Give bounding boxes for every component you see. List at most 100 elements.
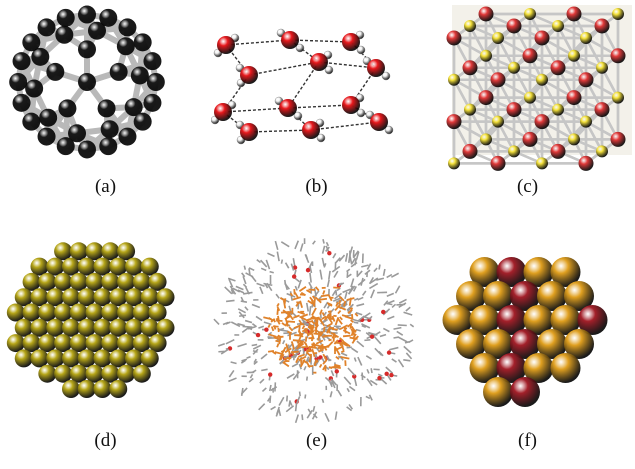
ligand-bond: [348, 385, 356, 392]
core-bond: [288, 326, 294, 332]
cation: [594, 102, 610, 118]
carbon-atom: [78, 5, 96, 24]
carbon-atom: [146, 73, 165, 91]
ligand-bond: [365, 332, 371, 337]
core-bond: [267, 324, 271, 328]
ligand-bond: [295, 396, 301, 405]
cation: [566, 6, 582, 22]
ligand-bond: [347, 367, 356, 376]
ligand-bond: [329, 391, 333, 398]
panel-a: (a): [0, 0, 211, 234]
ligand-bond: [286, 373, 295, 379]
core-bond: [347, 308, 353, 315]
core-bond: [299, 300, 303, 309]
ligand-bond: [287, 331, 297, 337]
core-bond: [339, 316, 343, 321]
ligand-bond: [252, 344, 262, 350]
oxygen-atom: [310, 53, 328, 71]
ligand-bond: [398, 336, 408, 343]
ligand-oxygen: [381, 309, 386, 315]
gold-atom: [109, 288, 128, 307]
core-bond: [351, 337, 357, 344]
anion: [568, 133, 580, 146]
core-bond: [294, 334, 302, 337]
ligand-bond: [340, 352, 348, 357]
hydrogen-atom: [295, 43, 305, 53]
gold-atom: [101, 364, 120, 383]
gold-atom: [46, 257, 65, 276]
core-bond: [340, 342, 345, 351]
ligand-bond: [405, 306, 411, 312]
ligand-bond: [259, 286, 264, 295]
ligand-bond: [242, 275, 247, 285]
cation: [506, 102, 522, 118]
ligand-oxygen: [292, 265, 298, 270]
gold-atom: [62, 380, 80, 398]
core-bond: [310, 332, 315, 340]
ligand-oxygen: [291, 274, 297, 279]
gold-nanoparticle-image: [6, 242, 175, 398]
core-bond: [298, 319, 303, 325]
ligand-bond: [365, 355, 372, 360]
core-bond: [326, 322, 333, 328]
hydrogen-atom: [293, 111, 303, 121]
gold-atom: [140, 349, 159, 368]
gold-atom: [14, 318, 33, 337]
carbon-atom: [22, 112, 41, 131]
core-bond: [299, 359, 306, 368]
ligand-bond: [256, 259, 261, 264]
ligand-bond: [361, 324, 367, 329]
ligand-bond: [312, 240, 316, 245]
ligand-bond: [376, 277, 385, 281]
gold-atom: [46, 318, 65, 337]
cluster-atom-a: [469, 257, 500, 287]
core-bond: [315, 339, 324, 345]
ligand-bond: [323, 301, 329, 309]
core-bond: [301, 327, 309, 333]
core-bond: [318, 297, 328, 301]
cluster-atom-a: [469, 353, 500, 383]
panel-label-a: (a): [94, 176, 117, 197]
ligand-bond: [334, 411, 338, 420]
anion: [580, 32, 592, 44]
ligand-bond: [364, 316, 372, 320]
core-bond: [268, 333, 277, 338]
core-bond: [349, 323, 353, 329]
ligand-bond: [382, 327, 390, 333]
cation: [566, 90, 582, 106]
core-bond: [290, 341, 296, 350]
ligand-bond: [275, 293, 280, 299]
oxygen-atom: [279, 99, 297, 117]
ligand-bond: [229, 285, 237, 295]
ligand-bond: [246, 355, 251, 359]
core-bond: [287, 320, 296, 323]
gold-atom: [85, 242, 104, 261]
core-bond: [336, 317, 343, 325]
ligand-bond: [285, 405, 295, 413]
gold-atom: [93, 257, 112, 276]
gold-atom: [140, 318, 159, 337]
cation: [534, 30, 550, 46]
hydrogen-bond: [248, 61, 320, 76]
core-bond: [350, 325, 357, 333]
cluster-atom-b: [496, 353, 527, 383]
cluster-atom-a: [456, 281, 486, 311]
ligand-bond: [369, 282, 379, 290]
cluster-atom-b: [496, 305, 527, 335]
gold-atom: [62, 288, 80, 307]
core-bond: [340, 356, 350, 360]
hydrogen-atom: [324, 65, 334, 75]
gold-atom: [93, 288, 112, 307]
core-bond: [322, 359, 328, 365]
ligand-bond: [298, 363, 302, 370]
ligand-oxygen: [369, 334, 375, 339]
core-bond: [283, 357, 289, 360]
core-bond: [309, 330, 314, 336]
core-bond: [317, 343, 324, 350]
ligand-bond: [248, 377, 254, 383]
core-bond: [303, 341, 308, 346]
ligand-bond: [347, 273, 352, 278]
anion: [448, 73, 460, 86]
ligand-bond: [321, 398, 325, 404]
gold-atom: [132, 272, 151, 291]
